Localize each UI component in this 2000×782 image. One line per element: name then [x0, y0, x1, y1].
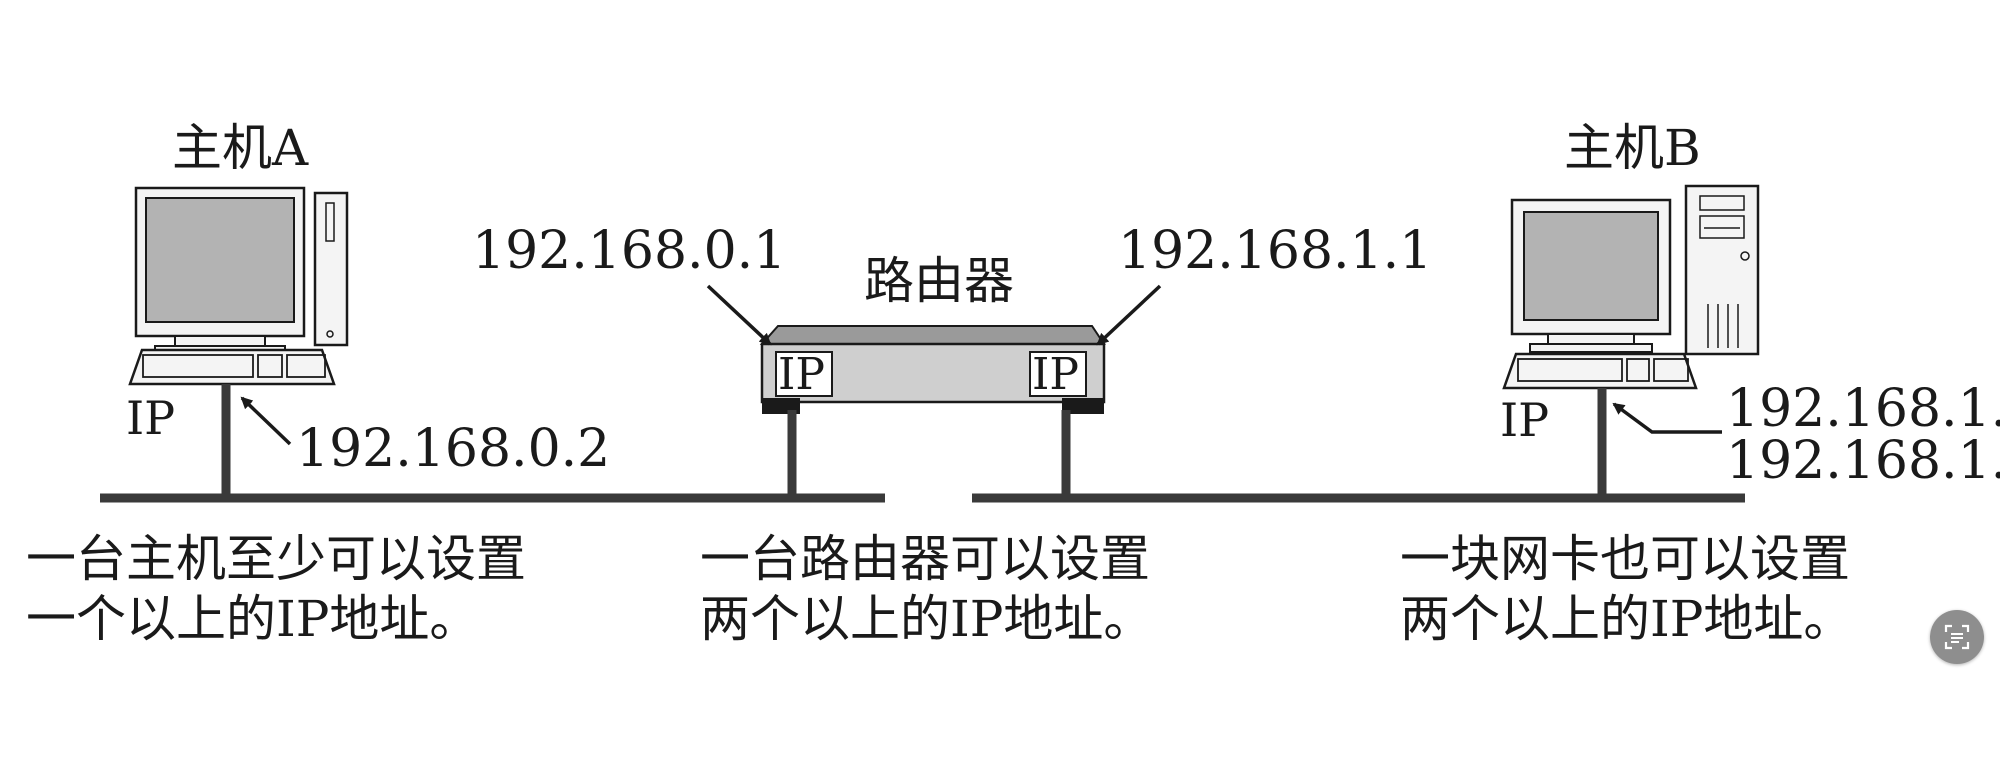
router-title: 路由器: [864, 252, 1014, 310]
router-caption-line2: 两个以上的IP地址。: [700, 590, 1153, 648]
host-a-ip-label: IP: [126, 391, 175, 445]
arrow-host-b-ip: [1612, 402, 1722, 434]
host-a-computer: [128, 186, 349, 498]
host-a-caption-line2: 一个以上的IP地址。: [26, 590, 479, 648]
router-right-address: 192.168.1.1: [1118, 221, 1432, 281]
host-a-address: 192.168.0.2: [296, 419, 610, 479]
router-left-port: [775, 351, 833, 397]
router-right-port-label: IP: [1032, 349, 1079, 400]
host-b-address-2: 192.168.1.2: [1726, 431, 2000, 491]
host-b-ip-label: IP: [1500, 393, 1549, 447]
host-a-title: 主机A: [172, 119, 309, 177]
host-b-computer: [1502, 184, 1760, 498]
host-b-address-1: 192.168.1.3: [1726, 379, 2000, 439]
arrow-router-left-ip: [706, 284, 772, 346]
host-b-title: 主机B: [1564, 119, 1701, 177]
host-b-caption-line1: 一块网卡也可以设置: [1400, 530, 1850, 588]
arrow-router-right-ip: [1096, 284, 1162, 346]
document-scan-icon: [1944, 624, 1970, 650]
router-caption-line1: 一台路由器可以设置: [700, 530, 1150, 588]
router-right-port: [1029, 351, 1087, 397]
arrow-host-a-ip: [240, 396, 292, 446]
host-a-caption-line1: 一台主机至少可以设置: [26, 530, 526, 588]
router-left-port-label: IP: [778, 349, 825, 400]
router-left-address: 192.168.0.1: [472, 221, 786, 281]
host-b-caption-line2: 两个以上的IP地址。: [1400, 590, 1853, 648]
document-scan-button[interactable]: [1930, 610, 1984, 664]
